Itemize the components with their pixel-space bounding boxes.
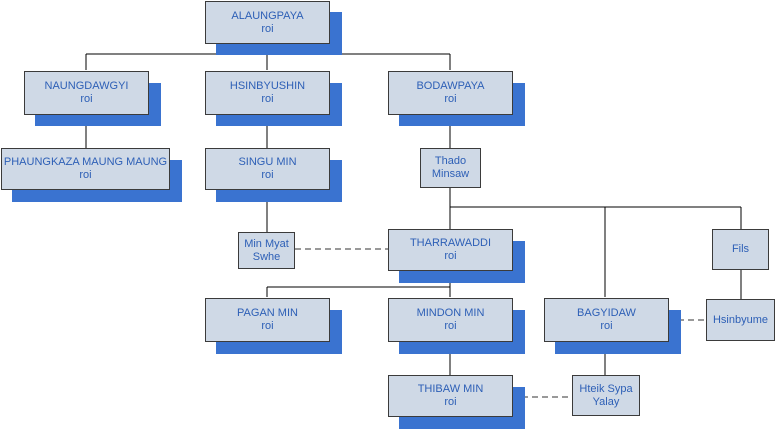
node-name: SINGU MIN <box>238 156 297 168</box>
node-bodawpaya: BODAWPAYA roi <box>388 71 513 115</box>
node-naungdawgyi: NAUNGDAWGYI roi <box>24 71 149 115</box>
node-subtitle: roi <box>80 93 93 105</box>
node-subtitle: roi <box>444 396 457 408</box>
node-name: Thado Minsaw <box>431 155 470 180</box>
node-subtitle: roi <box>261 169 274 181</box>
node-subtitle: roi <box>261 22 274 35</box>
node-tharrawaddi: THARRAWADDI roi <box>388 229 513 271</box>
node-name: ALAUNGPAYA <box>231 9 304 22</box>
node-name: Hteik Sypa Yalay <box>579 382 633 408</box>
node-thibaw-min: THIBAW MIN roi <box>388 375 513 417</box>
node-bagyidaw: BAGYIDAW roi <box>544 298 669 342</box>
node-hsinbyume: Hsinbyume <box>706 299 775 341</box>
node-name: PHAUNGKAZA MAUNG MAUNG <box>3 156 168 168</box>
node-pagan-min: PAGAN MIN roi <box>205 298 330 342</box>
node-min-myat-swhe: Min Myat Swhe <box>238 232 295 269</box>
node-name: Min Myat Swhe <box>244 237 289 263</box>
node-subtitle: roi <box>79 169 92 181</box>
node-subtitle: roi <box>261 93 274 105</box>
node-hteik-sypa-yalay: Hteik Sypa Yalay <box>572 375 640 416</box>
node-subtitle: roi <box>444 320 457 332</box>
node-subtitle: roi <box>444 250 457 262</box>
node-name: Hsinbyume <box>712 313 769 326</box>
node-name: Fils <box>731 243 750 255</box>
node-name: BAGYIDAW <box>577 307 636 319</box>
node-thado-minsaw: Thado Minsaw <box>420 148 481 188</box>
node-name: NAUNGDAWGYI <box>44 80 129 92</box>
node-name: BODAWPAYA <box>416 80 485 92</box>
node-name: MINDON MIN <box>416 307 485 319</box>
node-mindon-min: MINDON MIN roi <box>388 298 513 342</box>
node-name: HSINBYUSHIN <box>229 80 306 92</box>
node-subtitle: roi <box>261 320 274 332</box>
node-alaungpaya: ALAUNGPAYA roi <box>205 1 330 44</box>
node-name: THIBAW MIN <box>417 383 484 395</box>
node-name: PAGAN MIN <box>237 307 298 319</box>
node-fils: Fils <box>712 229 769 270</box>
node-name: THARRAWADDI <box>409 237 492 249</box>
node-subtitle: roi <box>444 93 457 105</box>
node-phaungkaza: PHAUNGKAZA MAUNG MAUNG roi <box>1 148 170 190</box>
node-subtitle: roi <box>600 320 613 332</box>
node-singu: SINGU MIN roi <box>205 148 330 190</box>
node-hsinbyushin: HSINBYUSHIN roi <box>205 71 330 115</box>
